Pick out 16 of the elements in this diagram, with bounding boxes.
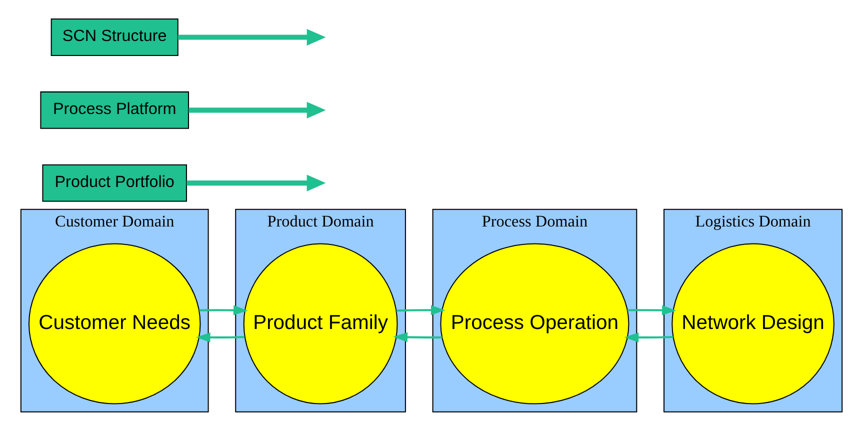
arrow (627, 304, 676, 315)
node-box: Process Platform (40, 90, 190, 128)
arrow (624, 332, 674, 342)
node-circle: Product Family (243, 242, 398, 404)
arrow (199, 304, 248, 315)
arrow (393, 332, 442, 342)
arrow (188, 101, 326, 118)
node-ellipse: Process Operation (440, 242, 630, 404)
node-box: Product Portfolio (42, 164, 187, 202)
arrow (178, 28, 326, 46)
arrow (196, 332, 245, 342)
arrow (396, 304, 446, 315)
node-box: SCN Structure (50, 18, 178, 56)
node-circle: Customer Needs (28, 242, 201, 404)
arrow (186, 174, 326, 191)
node-circle: Network Design (672, 242, 834, 404)
